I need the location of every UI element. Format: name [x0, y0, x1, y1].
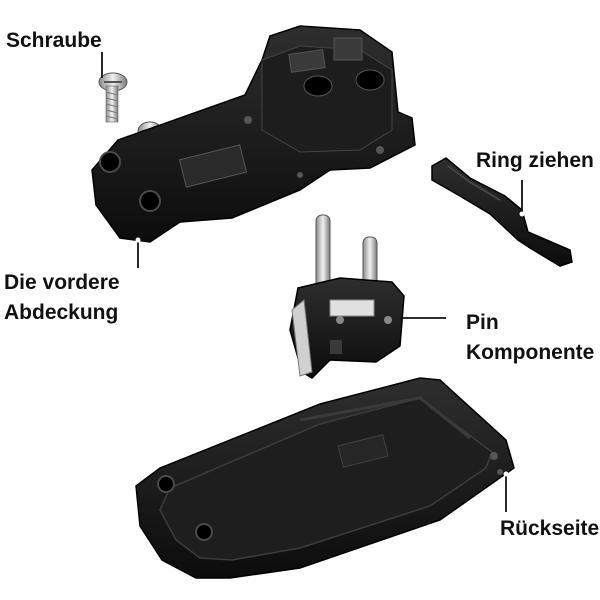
label-screw-text: Schraube — [6, 29, 102, 52]
screw-top — [98, 72, 128, 123]
label-back-text: Rückseite — [500, 517, 600, 540]
label-front-cover-line2: Abdeckung — [4, 301, 119, 324]
back-housing — [135, 377, 515, 579]
label-pull-ring-text: Ring ziehen — [476, 149, 594, 172]
leader-lines — [101, 52, 523, 512]
label-screw: Schraube — [6, 26, 102, 56]
label-back: Rückseite — [500, 514, 599, 544]
front-cover — [91, 25, 416, 243]
pull-ring — [431, 157, 573, 267]
label-pin-line2: Komponente — [466, 341, 595, 364]
pin-component — [289, 214, 405, 379]
label-pin-line1: Pin — [466, 311, 499, 334]
label-pull-ring: Ring ziehen — [476, 146, 594, 176]
label-pin-component: Pin Komponente — [466, 308, 594, 368]
label-front-cover-line1: Die vordere — [4, 271, 120, 294]
label-front-cover: Die vordere Abdeckung — [4, 268, 120, 328]
